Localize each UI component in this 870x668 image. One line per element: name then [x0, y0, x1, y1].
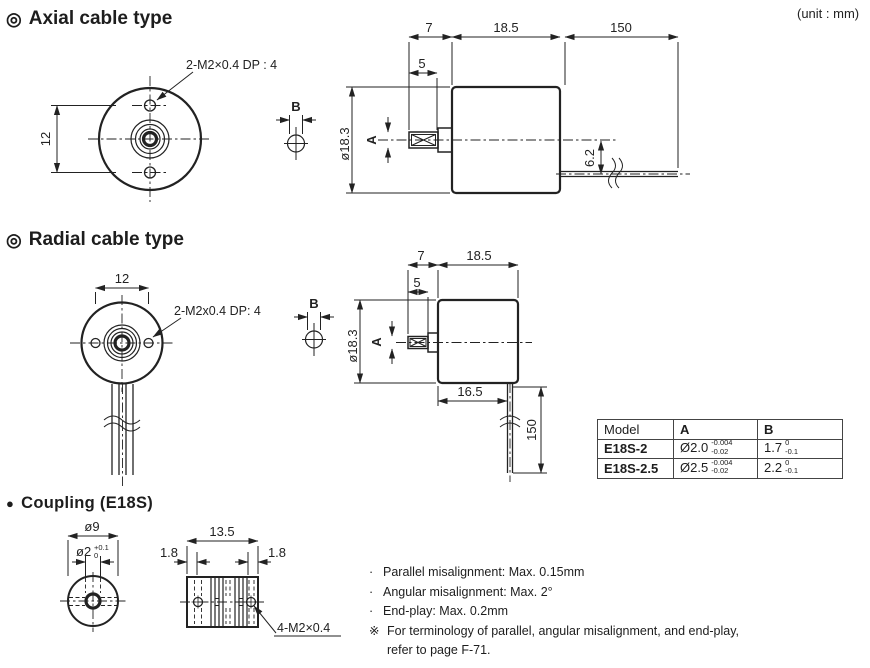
dim-body-length: 18.5	[493, 20, 518, 35]
dim-hole-spacing: 12	[38, 132, 53, 146]
radial-section-title: Radial cable type	[28, 229, 184, 250]
table-header-row: Model A B	[597, 419, 843, 440]
unit-note: (unit : mm)	[797, 6, 860, 21]
dim-shaft-exposed: 5	[418, 56, 425, 71]
encoder-body	[450, 85, 562, 195]
dim-cable-position: 16.5	[457, 384, 482, 399]
bore-tolerance-upper: +0.1	[94, 543, 109, 552]
note-end-play: ·End-play: Max. 0.2mm	[369, 604, 509, 618]
dim-coupling-outer-dia: ø9	[84, 519, 99, 534]
radial-cable-side	[499, 383, 521, 482]
dim-body-diameter: ø18.3	[337, 127, 352, 160]
coupling-screw-spec-label: 4-M2×0.4	[277, 621, 330, 635]
dim-shaft-length: 7	[425, 20, 432, 35]
dim-cable-length: 150	[610, 20, 632, 35]
a-dimension-cell: Ø2.0-0.004-0.02	[673, 438, 758, 459]
dim-body-length: 18.5	[466, 248, 491, 263]
dim-shaft-length: 7	[417, 248, 424, 263]
coupling-notes: ·Parallel misalignment: Max. 0.15mm ·Ang…	[369, 563, 739, 661]
table-header-model: Model	[597, 419, 674, 440]
axial-shaft-flat-symbol: B	[276, 99, 316, 160]
radial-shaft-flat-symbol: B	[294, 296, 334, 356]
radial-front-view: 12 2-M2x0.4 DP: 4	[70, 271, 261, 486]
axial-section-heading: ◎ Axial cable type	[6, 8, 172, 30]
screw-spec-label: 2-M2x0.4 DP: 4	[174, 304, 261, 318]
radial-side-view: 7 18.5 5 ø18.3 A 16.5 150	[345, 248, 547, 482]
dim-coupling-end-left: 1.8	[160, 545, 178, 560]
dim-hole-spacing: 12	[115, 271, 129, 286]
table-header-a: A	[673, 419, 758, 440]
note-reference-line2: refer to page F-71.	[387, 643, 491, 657]
dim-coupling-end-right: 1.8	[268, 545, 286, 560]
dim-a-label: A	[369, 337, 384, 347]
model-name: E18S-2.5	[597, 458, 674, 479]
dim-body-diameter: ø18.3	[345, 329, 360, 362]
note-reference-line1: ※For terminology of parallel, angular mi…	[369, 622, 739, 642]
dim-shaft-exposed: 5	[413, 275, 420, 290]
screw-spec-label: 2-M2×0.4 DP : 4	[186, 58, 277, 72]
model-name: E18S-2	[597, 438, 674, 459]
dim-b-label: B	[309, 296, 318, 311]
a-dimension-cell: Ø2.5-0.004-0.02	[673, 458, 758, 479]
dim-b-label: B	[291, 99, 300, 114]
table-header-b: B	[757, 419, 843, 440]
axial-side-view: 7 18.5 150 5 ø18.3 A 6.2	[337, 20, 690, 195]
reference-mark-icon: ※	[369, 623, 380, 638]
radial-cable	[103, 384, 141, 486]
bore-tolerance-lower: 0	[94, 551, 98, 560]
coupling-front-view: ø9 ø2 +0.1 0	[60, 519, 126, 632]
coupling-section-title: Coupling (E18S)	[21, 494, 154, 512]
coupling-section-heading: ● Coupling (E18S)	[6, 494, 153, 513]
axial-cable	[560, 170, 678, 178]
note-angular-misalignment: ·Angular misalignment: Max. 2°	[369, 584, 553, 599]
coupling-side-view: 13.5 1.8 1.8 4-M2×0.4	[160, 524, 341, 637]
dim-coupling-bore-dia: ø2	[76, 544, 91, 559]
circle-bullet-icon: ●	[6, 496, 15, 511]
double-circle-bullet-icon: ◎	[6, 8, 22, 29]
double-circle-bullet-icon: ◎	[6, 229, 22, 250]
encoder-body	[436, 298, 520, 385]
radial-section-heading: ◎ Radial cable type	[6, 229, 184, 251]
axial-front-view: 12 2-M2×0.4 DP : 4	[38, 58, 277, 202]
dim-cable-offset: 6.2	[582, 149, 597, 167]
axial-section-title: Axial cable type	[28, 8, 173, 29]
dim-coupling-length: 13.5	[209, 524, 234, 539]
note-parallel-misalignment: ·Parallel misalignment: Max. 0.15mm	[369, 565, 585, 579]
dim-cable-length: 150	[524, 419, 539, 441]
dim-a-label: A	[364, 135, 379, 145]
